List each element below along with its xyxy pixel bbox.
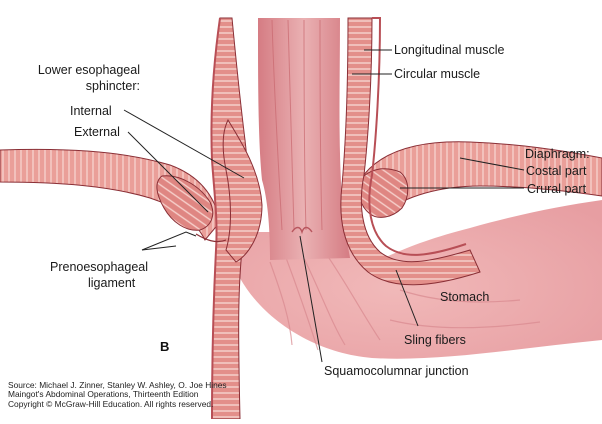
label-prenoesophageal-2: ligament (88, 276, 135, 290)
label-stomach: Stomach (440, 290, 489, 304)
label-internal: Internal (70, 104, 112, 118)
label-circular-muscle: Circular muscle (394, 67, 480, 81)
label-squamocolumnar-junction: Squamocolumnar junction (324, 364, 469, 378)
diaphragm-right-crural (358, 169, 407, 218)
les-title-line2: sphincter: (6, 79, 140, 93)
label-prenoesophageal-1: Prenoesophageal (50, 260, 148, 274)
label-external: External (74, 125, 120, 139)
label-diaphragm: Diaphragm: (525, 147, 590, 161)
credit-line-3: Copyright © McGraw-Hill Education. All r… (8, 400, 227, 409)
source-credit: Source: Michael J. Zinner, Stanley W. As… (8, 381, 227, 409)
les-title-line1: Lower esophageal (6, 63, 140, 77)
label-crural-part: Crural part (527, 182, 586, 196)
diaphragm-left-crural (157, 176, 213, 230)
label-sling-fibers: Sling fibers (404, 333, 466, 347)
panel-letter: B (160, 339, 169, 354)
label-costal-part: Costal part (526, 164, 586, 178)
label-longitudinal-muscle: Longitudinal muscle (394, 43, 505, 57)
